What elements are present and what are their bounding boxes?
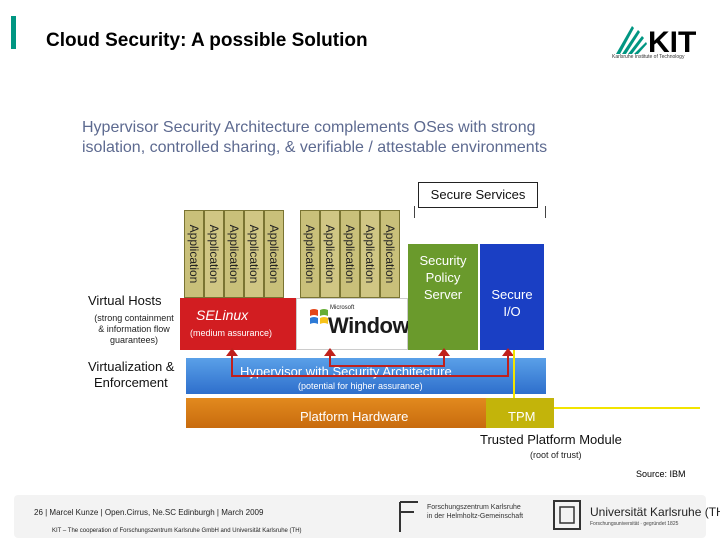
slide-title: Cloud Security: A possible Solution: [46, 30, 368, 51]
root-of-trust-label: (root of trust): [530, 450, 582, 460]
application-column: Application: [340, 210, 360, 298]
application-column: Application: [204, 210, 224, 298]
application-column: Application: [320, 210, 340, 298]
university-seal-icon: [553, 500, 581, 530]
virtual-hosts-label: Virtual Hosts: [88, 293, 162, 308]
virtual-hosts-note-line2: & information flow: [98, 324, 170, 334]
university-title: Universität Karlsruhe (TH): [590, 505, 720, 519]
secure-io-label: Secure I/O: [491, 287, 533, 319]
university-subtitle: Forschungsuniversität · gegründet 1825: [590, 521, 679, 527]
windows-label: Windows: [328, 313, 421, 338]
application-column: Application: [244, 210, 264, 298]
diagram-heading-line2: isolation, controlled sharing, & verifia…: [82, 139, 548, 156]
hypervisor-note: (potential for higher assurance): [298, 381, 423, 391]
application-label: Application: [227, 224, 241, 284]
application-label: Application: [247, 224, 261, 284]
footer-presentation-info: 26 | Marcel Kunze | Open.Cirrus, Ne.SC E…: [34, 508, 264, 517]
application-label: Application: [323, 224, 337, 284]
title-accent-bar: [11, 16, 16, 49]
application-column: Application: [380, 210, 400, 298]
application-label: Application: [207, 224, 221, 284]
virtualization-label: Virtualization & Enforcement: [88, 359, 174, 391]
fzk-line2: in der Helmholtz-Gemeinschaft: [427, 513, 524, 520]
application-column: Application: [224, 210, 244, 298]
windows-flag-icon: [310, 309, 328, 324]
application-label: Application: [343, 224, 357, 284]
application-label: Application: [187, 224, 201, 284]
application-label: Application: [363, 224, 377, 284]
application-label: Application: [383, 224, 397, 284]
kit-logo-subtitle: Karlsruhe Institute of Technology: [612, 54, 685, 60]
virtual-hosts-note: (strong containment & information flow g…: [86, 313, 182, 346]
selinux-label: SELinux: [196, 307, 249, 323]
platform-hardware-layer: [186, 398, 486, 428]
selinux-box: [180, 298, 296, 350]
fzk-line1: Forschungszentrum Karlsruhe: [427, 504, 521, 511]
application-label: Application: [303, 224, 317, 284]
tpm-box: [486, 398, 554, 428]
windows-microsoft-label: Microsoft: [330, 305, 355, 311]
application-column: Application: [360, 210, 380, 298]
kit-logo: KIT: [616, 26, 696, 59]
selinux-note: (medium assurance): [190, 328, 273, 338]
application-column: Application: [300, 210, 320, 298]
security-policy-server-label: Security Policy Server: [419, 253, 467, 302]
secure-services-box: Secure Services: [418, 182, 538, 208]
security-policy-server-box: [408, 244, 478, 350]
virtual-hosts-note-line1: (strong containment: [94, 313, 174, 323]
diagram-heading: Hypervisor Security Architecture complem…: [82, 118, 682, 158]
secure-services-bracket: [414, 206, 546, 218]
virtualization-label-line2: Enforcement: [94, 375, 168, 390]
footer-kit-cooperation: KIT – The cooperation of Forschungszentr…: [52, 528, 302, 534]
virtual-hosts-note-line3: guarantees): [109, 335, 159, 345]
tpm-label: TPM: [508, 409, 536, 424]
source-label: Source: IBM: [636, 469, 686, 479]
application-column: Application: [264, 210, 284, 298]
platform-hardware-label: Platform Hardware: [300, 409, 409, 424]
kit-logo-text: KIT: [648, 26, 696, 59]
footer-bar: [14, 495, 706, 538]
application-column: Application: [184, 210, 204, 298]
diagram-heading-line1: Hypervisor Security Architecture complem…: [82, 119, 536, 136]
trusted-platform-module-label: Trusted Platform Module: [480, 432, 622, 447]
application-label: Application: [267, 224, 281, 284]
virtualization-label-line1: Virtualization &: [88, 359, 175, 374]
windows-box: [296, 298, 408, 350]
fzk-logo-icon: [399, 501, 418, 532]
fzk-text: Forschungszentrum Karlsruhe in der Helmh…: [427, 503, 547, 521]
secure-io-box: [480, 244, 544, 350]
hypervisor-label: Hypervisor with Security Architecture: [240, 364, 452, 379]
